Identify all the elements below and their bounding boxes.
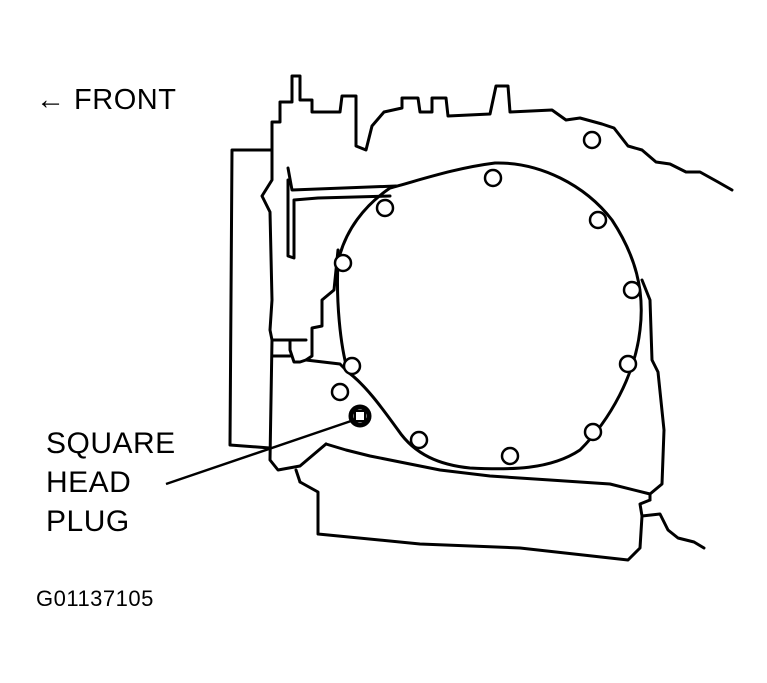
bolt bbox=[582, 130, 602, 150]
cover-bolts bbox=[330, 130, 642, 466]
bolt bbox=[409, 430, 429, 450]
callout-leader-line bbox=[165, 418, 355, 486]
bolt bbox=[618, 354, 638, 374]
case-outline bbox=[270, 74, 734, 192]
oil-pan bbox=[298, 480, 706, 562]
bolt bbox=[483, 168, 503, 188]
bolt bbox=[330, 382, 350, 402]
bolt bbox=[375, 198, 395, 218]
bolt bbox=[583, 422, 603, 442]
callout-line: PLUG bbox=[46, 505, 130, 538]
bolt bbox=[333, 253, 353, 273]
bolt bbox=[622, 280, 642, 300]
case-right-edge bbox=[640, 278, 666, 496]
bolt bbox=[342, 356, 362, 376]
bolt bbox=[500, 446, 520, 466]
bolt bbox=[588, 210, 608, 230]
round-cover bbox=[335, 161, 643, 471]
side-housing-plate bbox=[228, 148, 274, 450]
figure-id: G01137105 bbox=[36, 586, 154, 611]
front-direction-label: ← FRONT bbox=[36, 84, 177, 116]
callout-line: SQUARE bbox=[46, 427, 176, 460]
square-head-plug-label: SQUARE HEAD PLUG bbox=[46, 424, 176, 541]
callout-line: HEAD bbox=[46, 466, 132, 499]
cover-side-boss bbox=[288, 248, 340, 364]
square-head-plug bbox=[348, 404, 372, 428]
case-left-rib bbox=[260, 148, 328, 472]
